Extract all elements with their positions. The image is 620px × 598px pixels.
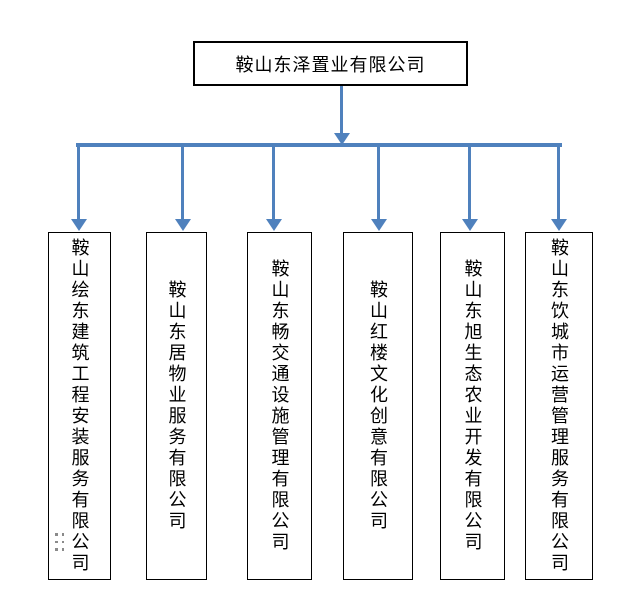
org-node-label: 鞍山东居物业服务有限公司: [166, 280, 187, 532]
org-node-label: 鞍山东旭生态农业开发有限公司: [462, 259, 483, 553]
connector-line: [76, 146, 81, 219]
org-node-subsidiary-3: 鞍山东畅交通设施管理有限公司: [247, 232, 312, 580]
org-node-subsidiary-1: 鞍山绘东建筑工程安装服务有限公司: [48, 232, 111, 580]
org-node-subsidiary-5: 鞍山东旭生态农业开发有限公司: [440, 232, 505, 580]
connector-line: [376, 146, 381, 219]
org-node-label: 鞍山红楼文化创意有限公司: [368, 280, 388, 532]
connector-drop-4: [370, 146, 387, 231]
connector-line: [339, 86, 344, 133]
org-node-subsidiary-2: 鞍山东居物业服务有限公司: [146, 232, 207, 580]
org-node-root: 鞍山东泽置业有限公司: [193, 41, 468, 86]
org-node-root-label: 鞍山东泽置业有限公司: [235, 54, 426, 75]
arrow-down-icon: [70, 219, 87, 231]
arrow-down-icon: [333, 133, 350, 145]
org-node-label: 鞍山东饮城市运营管理服务有限公司: [549, 238, 569, 574]
arrow-down-icon: [370, 219, 387, 231]
arrow-down-icon: [461, 219, 478, 231]
connector-line: [180, 146, 185, 219]
connector-drop-6: [550, 146, 567, 231]
dots-handle-icon: [55, 533, 64, 551]
org-node-subsidiary-4: 鞍山红楼文化创意有限公司: [343, 232, 413, 580]
org-node-label: 鞍山东畅交通设施管理有限公司: [269, 259, 290, 553]
org-node-subsidiary-6: 鞍山东饮城市运营管理服务有限公司: [525, 232, 593, 580]
connector-drop-5: [461, 146, 478, 231]
connector-line: [271, 146, 276, 219]
connector-horizontal-line: [76, 143, 562, 147]
connector-line: [556, 146, 561, 219]
connector-drop-2: [174, 146, 191, 231]
connector-drop-1: [70, 146, 87, 231]
arrow-down-icon: [265, 219, 282, 231]
root-connector: [333, 86, 350, 145]
connector-drop-3: [265, 146, 282, 231]
connector-line: [467, 146, 472, 219]
arrow-down-icon: [174, 219, 191, 231]
org-node-label: 鞍山绘东建筑工程安装服务有限公司: [69, 238, 90, 574]
arrow-down-icon: [550, 219, 567, 231]
